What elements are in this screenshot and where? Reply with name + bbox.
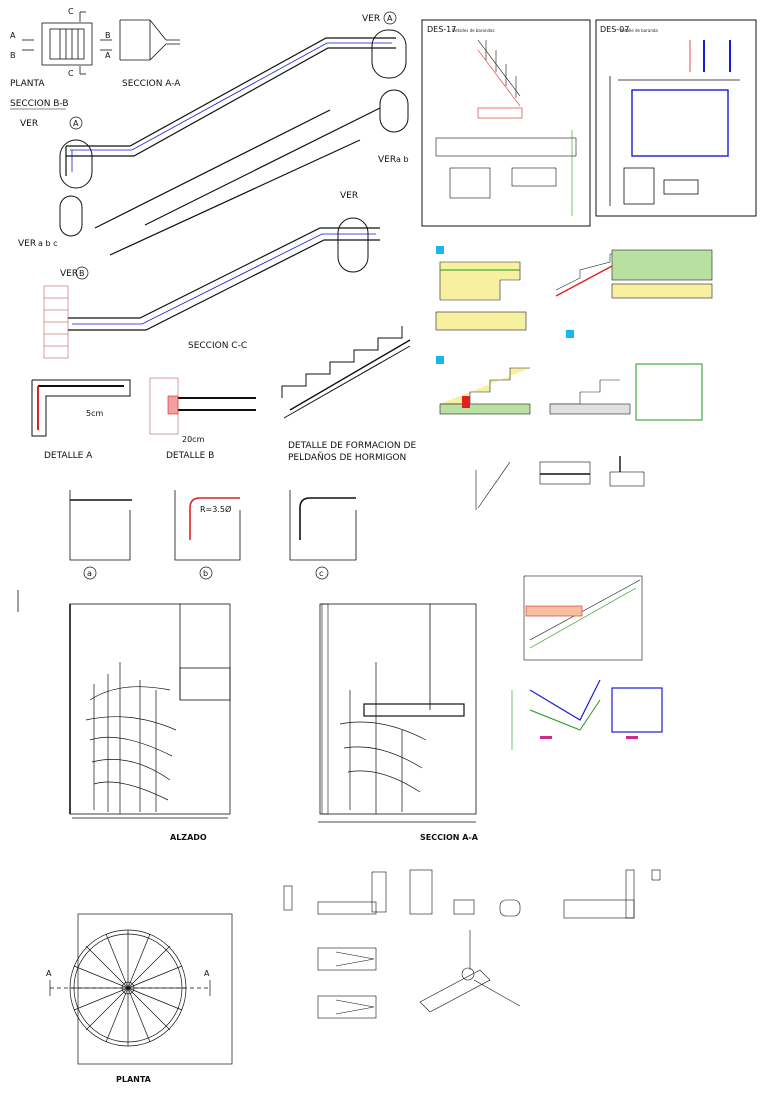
alzado-label: ALZADO bbox=[170, 833, 207, 842]
planta-letter-a-left: A bbox=[10, 31, 16, 40]
detalle-a-5cm: 5cm bbox=[86, 409, 103, 418]
seccion-aa-mid-label: SECCION A-A bbox=[420, 833, 479, 842]
detail-callout-bb-right bbox=[371, 29, 407, 79]
small-details-row bbox=[475, 456, 645, 510]
seccion-cc-stair bbox=[68, 227, 380, 331]
ver-a-right-circle: A bbox=[387, 14, 393, 23]
detalle-b-label: DETALLE B bbox=[166, 451, 214, 461]
ver-a-cc-label: VER bbox=[340, 191, 358, 201]
planta-marker-a-right: A bbox=[204, 969, 210, 978]
seccion-aa-small bbox=[119, 19, 180, 61]
sheet-des17-title: DES-17 bbox=[427, 25, 456, 34]
peldanos-detail bbox=[281, 326, 411, 419]
sheet-des17 bbox=[421, 19, 591, 227]
sheet-des07-content bbox=[609, 40, 740, 206]
planta-spiral bbox=[49, 913, 233, 1065]
alzado-frame bbox=[69, 603, 231, 819]
ver-abc-label: VER bbox=[18, 239, 36, 249]
ver-a-right-label: VER bbox=[362, 14, 380, 24]
ver-b-cc-label: VER bbox=[60, 269, 78, 279]
ver-a-left-circle: A bbox=[73, 119, 79, 128]
seccion-cc-wall bbox=[43, 285, 69, 359]
ver-abc-circles: a b c bbox=[38, 239, 57, 248]
detail-callout-bb-left bbox=[59, 139, 93, 189]
seccion-aa-mid-spiral bbox=[339, 662, 427, 814]
planta-letter-c-bottom: C bbox=[68, 69, 74, 78]
ver-ab-circles: a b bbox=[396, 155, 409, 164]
alzado-spiral bbox=[85, 662, 177, 814]
planta-letter-a-right: A bbox=[105, 51, 111, 60]
detalle-a bbox=[31, 379, 131, 437]
sheet-des07 bbox=[595, 19, 757, 217]
detail-callout-ab bbox=[379, 89, 409, 133]
seccion-bb-label: SECCION B-B bbox=[10, 99, 69, 109]
option-b-label: b bbox=[203, 569, 208, 578]
detalle-a-label: DETALLE A bbox=[44, 451, 93, 461]
ver-b-cc-circle: B bbox=[79, 269, 85, 278]
option-c-label: c bbox=[319, 569, 323, 578]
bottom-details bbox=[283, 869, 661, 1019]
planta-small-label: PLANTA bbox=[10, 79, 45, 89]
detail-callout-cc-right bbox=[337, 217, 369, 273]
ver-a-left-label: VER bbox=[20, 119, 38, 129]
planta-bottom-label: PLANTA bbox=[116, 1075, 152, 1084]
seccion-bb-bars bbox=[94, 107, 381, 256]
ver-ab-label: VER bbox=[378, 155, 396, 165]
seccion-cc-label: SECCION C-C bbox=[188, 341, 247, 351]
sheet-des07-subtitle: detalle de baranda bbox=[620, 28, 658, 33]
option-a-label: a bbox=[87, 569, 92, 578]
detalle-b-20cm: 20cm bbox=[182, 435, 205, 444]
sheet-des17-subtitle: Detalles de barandas bbox=[452, 28, 495, 33]
seccion-aa-small-label: SECCION A-A bbox=[122, 79, 181, 89]
options-abc bbox=[69, 490, 357, 561]
seccion-bb-stair bbox=[65, 37, 396, 176]
seccion-aa-mid-frame bbox=[318, 603, 477, 823]
detalle-b bbox=[149, 377, 256, 435]
planta-small bbox=[22, 11, 112, 75]
peldanos-label-2: PELDAÑOS DE HORMIGON bbox=[288, 452, 406, 463]
planta-letter-c-top: C bbox=[68, 7, 74, 16]
colored-details bbox=[435, 246, 713, 421]
sheet-des07-title: DES-07 bbox=[600, 25, 629, 34]
planta-letter-b-right: B bbox=[105, 31, 111, 40]
detail-callout-abc bbox=[59, 195, 83, 237]
peldanos-label-1: DETALLE DE FORMACION DE bbox=[288, 441, 416, 451]
option-b-radius: R=3.5Ø bbox=[200, 504, 231, 514]
planta-marker-a-left: A bbox=[46, 969, 52, 978]
planta-letter-b-left: B bbox=[10, 51, 16, 60]
sheet-des17-content bbox=[435, 39, 577, 216]
right-mid-details bbox=[511, 575, 663, 750]
